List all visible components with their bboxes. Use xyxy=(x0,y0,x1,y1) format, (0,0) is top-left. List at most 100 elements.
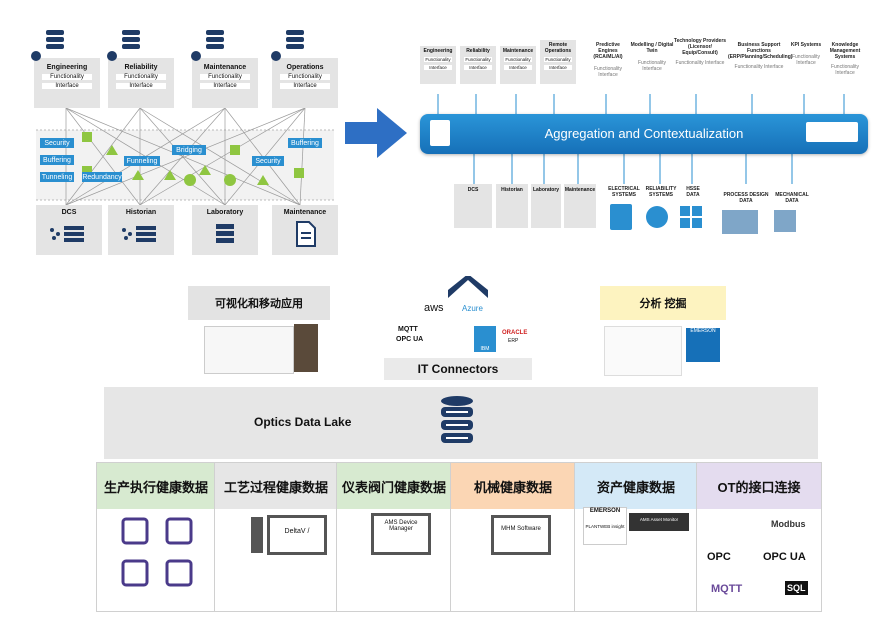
right-source-laboratory: Laboratory xyxy=(531,184,561,228)
pc-tower-icon xyxy=(251,517,263,553)
document-icon xyxy=(296,221,316,247)
plantweb-label: PLANTWEB insight xyxy=(585,524,625,529)
extra-system-business: Business Support Functions (ERP/Planning… xyxy=(728,42,793,70)
category-title: OT的接口连接 xyxy=(717,479,801,495)
system-row: Interface xyxy=(424,65,452,70)
right-system-engineering: Engineering Functionality Interface xyxy=(420,46,456,84)
middleware-buffering: Buffering xyxy=(40,155,74,165)
mqtt-logo: MQTT xyxy=(398,326,418,333)
middleware-redundancy: Redundancy xyxy=(82,172,122,182)
extra-sub: Functionality Interface xyxy=(791,54,821,66)
source-label: Maintenance xyxy=(283,209,327,216)
system-row: Interface xyxy=(116,83,166,89)
category-asset: 资产健康数据 EMERSON PLANTWEB insight AMS Asse… xyxy=(574,462,698,612)
extra-sub: Functionality Interface xyxy=(637,60,667,72)
source-maintenance: Maintenance xyxy=(272,205,338,255)
data-lake-band: Optics Data Lake xyxy=(104,387,818,459)
ams-label: AMS Device Manager xyxy=(384,520,418,532)
visualization-panel: 可视化和移动应用 xyxy=(188,286,330,384)
left-diagram-connections xyxy=(36,107,334,206)
deltav-label: DeltaV / xyxy=(284,528,310,535)
extra-title: Predictive Engines (RCA/ML/AI) xyxy=(593,42,623,60)
right-arrow-icon xyxy=(345,108,407,158)
emerson-plantweb: EMERSON PLANTWEB insight xyxy=(583,507,627,545)
system-title: Maintenance xyxy=(502,48,534,54)
middleware-security-2: Security xyxy=(252,156,284,166)
production-icons xyxy=(121,517,193,587)
category-process: 工艺过程健康数据 DeltaV / xyxy=(214,462,338,612)
opc-logo: OPC xyxy=(707,551,731,563)
system-row: Interface xyxy=(544,65,572,70)
system-row: Interface xyxy=(42,83,92,89)
dashboard-thumbnail xyxy=(204,326,294,374)
source-device-icons xyxy=(610,204,796,234)
mqtt-logo-2: MQTT xyxy=(711,583,743,595)
extra-sub: Functionality Interface xyxy=(593,66,623,78)
server-cloud-icon xyxy=(806,122,858,142)
extra-sub: Functionality Interface xyxy=(675,60,725,66)
category-production: 生产执行健康数据 xyxy=(96,462,216,612)
left-system-engineering: Engineering Functionality Interface xyxy=(34,58,100,108)
source-label: Historian xyxy=(125,209,157,216)
source-label: DCS xyxy=(61,209,77,216)
scatter-thumbnail xyxy=(604,326,682,376)
system-title: Maintenance xyxy=(203,64,247,71)
system-row: Functionality xyxy=(280,74,330,80)
aggregation-label: Aggregation and Contextualization xyxy=(544,126,744,141)
left-system-maintenance: Maintenance Functionality Interface xyxy=(192,58,258,108)
left-system-reliability: Reliability Functionality Interface xyxy=(108,58,174,108)
connectors-title: IT Connectors xyxy=(384,358,532,380)
modbus-logo: Modbus xyxy=(771,519,806,529)
source-laboratory: Laboratory xyxy=(192,205,258,255)
system-row: Interface xyxy=(280,83,330,89)
system-title: Engineering xyxy=(423,48,453,54)
cloud-icon xyxy=(430,120,450,146)
system-title: Remote Operations xyxy=(544,42,572,54)
right-source-electrical: ELECTRICAL SYSTEMS xyxy=(608,186,640,198)
extra-title: Technology Providers (Licensor/ Equip/Co… xyxy=(673,38,727,56)
source-label: DCS xyxy=(467,187,479,193)
source-dcs: DCS xyxy=(36,205,102,255)
deltav-monitor: DeltaV / xyxy=(267,515,327,555)
right-source-historian: Historian xyxy=(496,184,528,228)
source-label: Maintenance xyxy=(564,187,596,193)
ams-monitor: AMS Device Manager xyxy=(371,513,431,555)
source-historian: Historian xyxy=(108,205,174,255)
ams-monitor-label: AMS Asset Monitor xyxy=(639,517,679,522)
oracle-logo: ORACLE xyxy=(502,330,528,336)
system-title: Operations xyxy=(286,64,324,71)
extra-system-predictive: Predictive Engines (RCA/ML/AI) Functiona… xyxy=(586,42,630,78)
extra-title: Business Support Functions (ERP/Planning… xyxy=(728,42,793,60)
extra-system-kpi: KPI Systems Functionality Interface xyxy=(788,42,824,66)
emerson-label: EMERSON xyxy=(589,508,621,514)
right-source-process-design: PROCESS DESIGN DATA xyxy=(723,192,769,204)
source-label: Laboratory xyxy=(206,209,244,216)
system-icons xyxy=(31,30,304,61)
analytics-panel: 分析 挖掘 EMERSON xyxy=(600,286,726,384)
category-title: 生产执行健康数据 xyxy=(103,479,208,495)
left-architecture-diagram: Engineering Functionality Interface Reli… xyxy=(0,0,338,262)
right-system-reliability: Reliability Functionality Interface xyxy=(460,46,496,84)
extra-system-modelling: Modelling / Digital Twin Functionality I… xyxy=(630,42,674,72)
middleware-tunneling: Tunneling xyxy=(40,172,74,182)
system-row: Interface xyxy=(504,65,532,70)
aggregation-bar: Aggregation and Contextualization xyxy=(420,114,868,154)
mhm-monitor: MHM Software xyxy=(491,515,551,555)
erp-label: ERP xyxy=(508,338,519,344)
historian-icon xyxy=(122,226,156,242)
right-source-reliability: RELIABILITY SYSTEMS xyxy=(645,186,677,198)
source-label: Laboratory xyxy=(532,187,560,193)
right-architecture-diagram: Engineering Functionality Interface Reli… xyxy=(414,34,870,249)
right-system-remote-operations: Remote Operations Functionality Interfac… xyxy=(540,40,576,84)
sql-logo: SQL xyxy=(785,581,808,595)
right-system-maintenance: Maintenance Functionality Interface xyxy=(500,46,536,84)
system-row: Interface xyxy=(200,83,250,89)
system-row: Functionality xyxy=(464,57,492,62)
azure-logo: Azure xyxy=(462,304,483,313)
middleware-funneling: Funneling xyxy=(124,156,160,166)
category-ot: OT的接口连接 Modbus OPC OPC UA MQTT SQL xyxy=(696,462,822,612)
opcua-logo-2: OPC UA xyxy=(763,551,806,563)
source-label: Historian xyxy=(501,187,523,193)
dcs-icon xyxy=(50,226,84,242)
extra-title: KPI Systems xyxy=(790,42,822,48)
